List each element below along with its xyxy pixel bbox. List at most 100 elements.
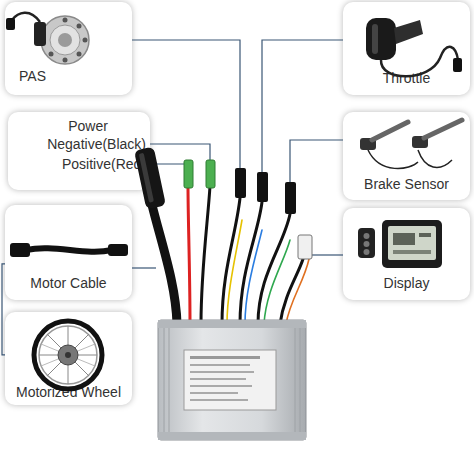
part-label: Brake Sensor [343,176,470,193]
power-connector [206,160,215,188]
pas-hub [58,33,72,47]
label-box: Brake Sensor [343,112,470,200]
display-remote [358,228,375,258]
brake-connector [285,182,296,214]
controller-fin [295,328,296,432]
wheel-spoke [47,334,89,376]
motor-cable-illustration [10,243,128,257]
wheel-spoke [47,334,89,376]
leader-line [312,254,343,255]
remote-button [364,241,370,247]
motor-wire [152,205,177,324]
leader-line [132,267,156,268]
throttle-illustration [366,18,462,76]
signal-wire [245,230,262,324]
controller-sticker [184,350,276,410]
wheel-rim [39,326,97,384]
wheel-hub-motor [58,345,78,365]
pas-magnet [77,52,82,57]
wheel-spoke [41,344,95,366]
display-wire [280,259,303,324]
display-segment [393,250,431,254]
wheel-spoke [39,355,97,356]
pas-connector [235,168,246,198]
wheel-axle [65,352,71,358]
remote-button [364,233,370,239]
pas-illustration [6,13,89,64]
pas-disc [41,16,89,64]
wheel-spoke [68,326,69,384]
pas-plug [6,18,15,30]
part-label: Power [58,118,118,135]
pas-magnet [63,58,68,63]
pas-magnet [63,18,68,23]
part-label: Negative(Black) [8,136,146,153]
sticker-line [190,399,248,401]
part-label: Motor Cable [5,275,132,292]
display-screen [388,226,436,260]
label-box: Throttle [343,2,470,95]
brake-housing [412,136,428,148]
pas-sensor [34,22,46,46]
sticker-line [190,385,252,387]
motor-cable-plug [10,243,30,257]
controller-fin [300,328,301,432]
throttle-wire [240,202,262,324]
part-label: Motorized Wheel [5,384,132,401]
brake-lever [372,122,408,140]
controller-illustration [158,320,306,440]
leader-line [150,144,210,160]
signal-wire [264,240,290,324]
display-illustration [358,220,442,268]
controller-cap [158,320,306,328]
leader-lines [132,40,343,268]
signal-wire [286,259,309,324]
brake-illustration [360,120,462,169]
controller-cap [158,432,306,440]
motor-cable-wire [26,248,112,251]
pas-wire [222,198,240,324]
throttle-plug [453,58,462,72]
controller-fin [169,328,170,432]
pas-magnet [77,24,82,29]
controller-wires [152,186,309,324]
motor-connector [134,147,166,210]
controller-fin [164,328,165,432]
brake-lever [424,120,462,138]
sticker-line [190,392,238,394]
sticker-line [190,356,260,359]
display-segment [419,233,431,237]
signal-wire [227,220,242,324]
leader-line [150,163,184,164]
part-label: PAS [19,68,79,85]
display-digits [393,233,415,245]
throttle-body [366,18,396,60]
leader-line [2,264,5,355]
throttle-connector [257,172,268,202]
wheel-spoke [41,344,95,366]
brake-cable [368,150,418,169]
power-wire-red [188,186,190,324]
brake-cable [418,150,452,167]
motor-connector-highlight [139,153,154,203]
display-connector [298,235,312,259]
brake-housing [360,138,376,150]
label-box: Motor Cable [5,205,132,300]
throttle-cable [381,47,458,76]
brake-wire [258,214,290,324]
power-wire-black [201,186,210,324]
label-box: Motorized Wheel [5,312,132,405]
pas-cable [12,13,40,22]
wheel-tire [34,321,102,389]
part-label: Throttle [343,70,470,87]
motor-cable-plug [108,244,128,256]
part-label: Display [343,275,470,292]
pas-magnet [83,38,88,43]
wheel-illustration [34,321,102,389]
connectors [134,147,312,259]
throttle-lever [394,20,423,44]
label-box: PowerNegative(Black)Positive(Red) [8,112,150,190]
throttle-highlight [372,24,378,54]
label-box: Display [343,208,470,300]
